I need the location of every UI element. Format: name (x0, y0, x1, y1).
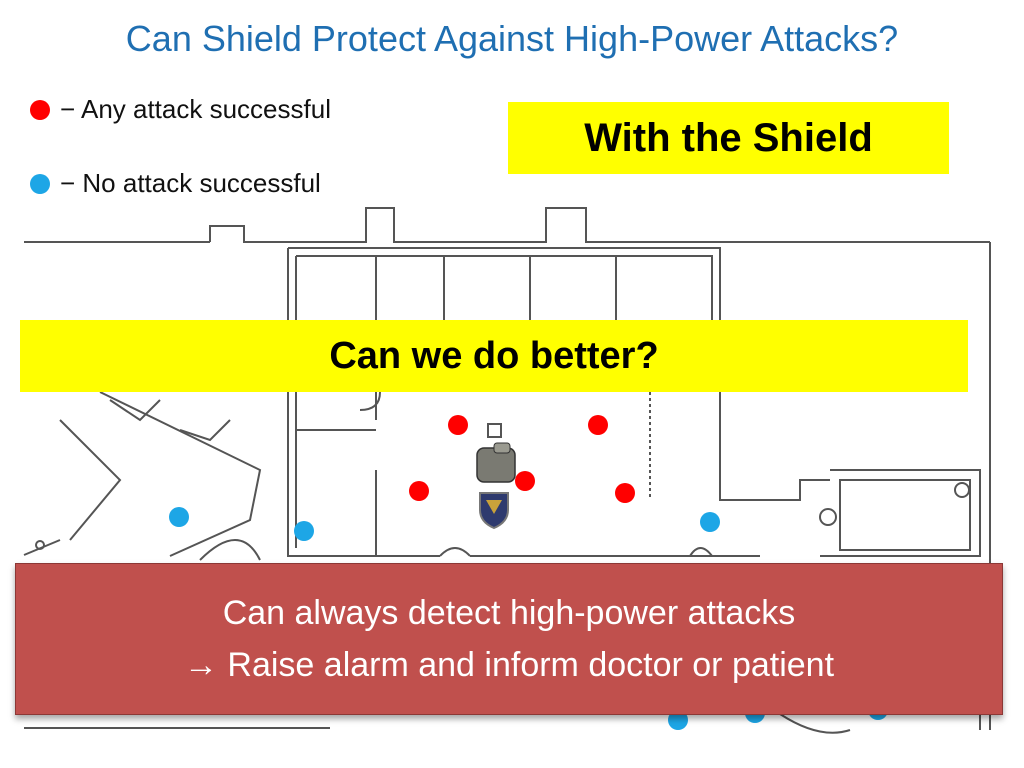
blue-safe-marker (700, 512, 720, 532)
arrow-right-icon: → (183, 646, 218, 684)
blue-safe-marker (169, 507, 189, 527)
legend-item-attack-successful: − Any attack successful (30, 94, 331, 125)
callout-line-alarm: → Raise alarm and inform doctor or patie… (16, 646, 1002, 685)
detection-callout: Can always detect high-power attacks → R… (15, 563, 1003, 715)
red-attack-marker (588, 415, 608, 435)
with-shield-label: With the Shield (508, 102, 949, 174)
blue-safe-marker (294, 521, 314, 541)
slide-title: Can Shield Protect Against High-Power At… (125, 18, 899, 59)
can-we-do-better-label: Can we do better? (20, 320, 968, 392)
red-dot-icon (30, 99, 50, 120)
callout-line-detect: Can always detect high-power attacks (222, 594, 796, 632)
legend-item-no-attack-successful: − No attack successful (30, 168, 321, 199)
legend-label-attack-successful: − Any attack successful (60, 94, 331, 124)
legend-label-no-attack-successful: − No attack successful (60, 168, 321, 198)
red-attack-marker (409, 481, 429, 501)
callout-alarm-text: Raise alarm and inform doctor or patient (227, 646, 835, 684)
red-attack-marker (615, 483, 635, 503)
shield-icon (479, 492, 509, 530)
implant-device-icon (476, 442, 516, 483)
red-attack-marker (515, 471, 535, 491)
blue-dot-icon (30, 173, 50, 194)
red-attack-marker (448, 415, 468, 435)
